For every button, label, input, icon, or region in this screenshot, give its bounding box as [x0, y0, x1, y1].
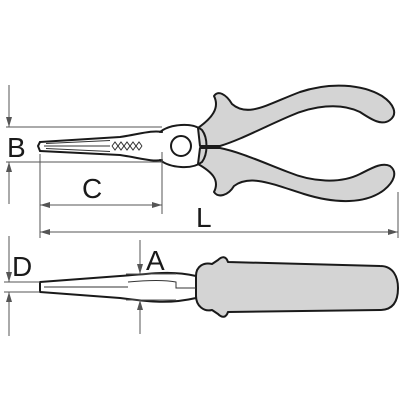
- label-a: A: [146, 245, 165, 276]
- jaw-tip: [37, 141, 41, 152]
- upper-handle: [197, 84, 396, 147]
- dimension-d: D: [4, 236, 40, 336]
- pliers-side-view: [39, 256, 399, 318]
- dimension-b: B: [6, 85, 162, 204]
- side-handle: [195, 256, 399, 318]
- label-d: D: [12, 251, 32, 282]
- upper-jaw: [39, 130, 163, 143]
- lower-jaw: [39, 150, 163, 162]
- dimension-a: A: [126, 240, 176, 334]
- label-l: L: [196, 202, 212, 233]
- pivot-head: [159, 124, 208, 168]
- dimension-c: C: [39, 152, 163, 214]
- label-b: B: [7, 132, 26, 163]
- pivot-rivet: [170, 135, 192, 157]
- dimension-l: L: [39, 192, 399, 238]
- label-c: C: [82, 173, 102, 204]
- jaw-serration: [111, 141, 143, 147]
- lower-handle: [197, 147, 396, 202]
- pliers-top-view: [37, 84, 396, 202]
- side-joint-step: [127, 280, 196, 289]
